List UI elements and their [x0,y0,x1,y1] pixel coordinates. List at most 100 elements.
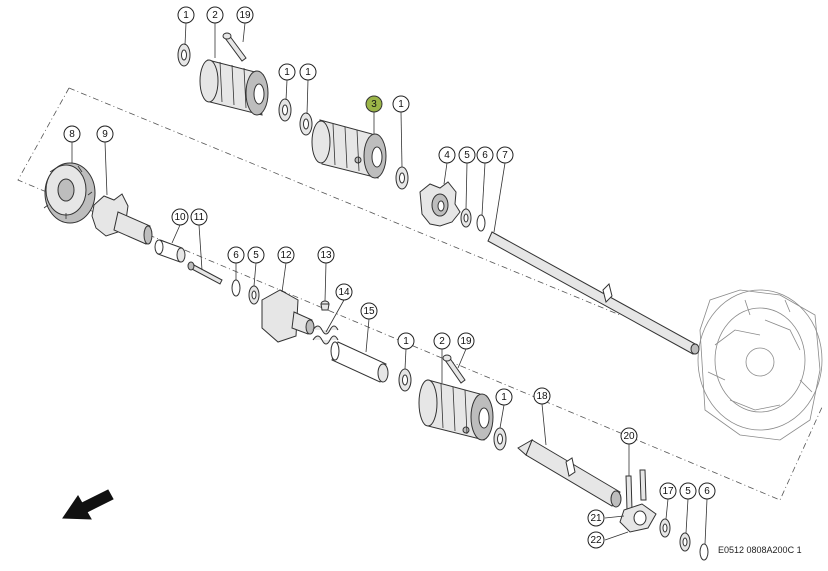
callout-2: 2 [433,332,451,350]
callout-label: 6 [233,250,239,261]
callout-circle [171,208,189,226]
callout-5: 5 [247,246,265,264]
callout-22: 22 [587,531,605,549]
callout-label: 18 [536,391,548,402]
callout-4: 4 [438,146,456,164]
callout-6: 6 [698,482,716,500]
callout-circle [587,509,605,527]
callout-7: 7 [496,146,514,164]
sprocket-9 [91,193,153,245]
callout-circle [96,125,114,143]
callout-14: 14 [335,283,353,301]
callout-label: 4 [444,150,450,161]
assembly-boundary [17,87,824,501]
callout-label: 7 [502,150,508,161]
callout-circle [277,246,295,264]
callout-circle [392,95,410,113]
callout-circle [317,246,335,264]
callout-circle [236,6,254,24]
callout-label: 6 [704,486,710,497]
callout-circle [496,146,514,164]
callout-label: 14 [338,287,350,298]
tube-15 [330,341,389,383]
callout-circle [63,125,81,143]
nipple-13 [320,300,330,311]
callout-label: 20 [623,431,635,442]
callout-label: 5 [685,486,691,497]
sprocket-4 [419,181,461,227]
callout-label: 11 [194,212,205,223]
callout-label: 8 [69,129,75,140]
callout-circle [533,387,551,405]
callout-label: 1 [501,392,507,403]
shaft-7 [487,231,700,355]
callout-9: 9 [96,125,114,143]
callout-1: 1 [495,388,513,406]
callout-label: 15 [363,306,375,317]
callout-label: 10 [174,212,186,223]
callout-label: 22 [590,535,602,546]
callout-circle [476,146,494,164]
callout-20: 20 [620,427,638,445]
callout-circle [227,246,245,264]
callout-17: 17 [659,482,677,500]
callout-19: 19 [457,332,475,350]
callout-label: 13 [320,250,332,261]
callout-1: 1 [397,332,415,350]
callout-label: 5 [464,150,470,161]
callout-1: 1 [278,63,296,81]
washers [177,43,709,561]
flange-12 [261,289,315,343]
callout-label: 2 [439,336,445,347]
bolt-11 [187,261,223,285]
callout-5: 5 [679,482,697,500]
spring-14 [312,325,339,345]
callout-circle [177,6,195,24]
callout-label: 1 [284,67,290,78]
callout-circle [190,208,208,226]
callout-10: 10 [171,208,189,226]
callout-8: 8 [63,125,81,143]
callout-label: 19 [460,336,472,347]
callout-3: 3 [365,95,383,113]
callout-2: 2 [206,6,224,24]
shaft-18 [517,438,622,508]
callout-circle [587,531,605,549]
callout-12: 12 [277,246,295,264]
callout-circle [620,427,638,445]
callout-circle [698,482,716,500]
callout-label: 17 [662,486,674,497]
callout-label: 5 [253,250,259,261]
callout-label: 3 [371,99,377,110]
callout-19: 19 [236,6,254,24]
callout-5: 5 [458,146,476,164]
callout-21: 21 [587,509,605,527]
callout-circle [458,146,476,164]
clamp-21-22 [619,469,657,533]
hub-3 [311,119,387,179]
callout-13: 13 [317,246,335,264]
callout-circle [438,146,456,164]
callout-circle [360,302,378,320]
callout-circle [495,388,513,406]
callout-15: 15 [360,302,378,320]
callout-11: 11 [190,208,208,226]
callout-label: 19 [239,10,251,21]
callout-label: 12 [280,250,292,261]
callout-1: 1 [177,6,195,24]
callout-1: 1 [392,95,410,113]
callout-label: 2 [212,10,218,21]
callout-circle [335,283,353,301]
callout-18: 18 [533,387,551,405]
callout-circle [247,246,265,264]
leader-lines [71,22,708,545]
sprocket-8 [43,162,96,224]
callout-label: 1 [403,336,409,347]
callout-circle [659,482,677,500]
callout-circle [365,95,383,113]
callout-label: 1 [305,67,311,78]
direction-arrow-icon [62,489,114,520]
callout-label: 1 [398,99,404,110]
callout-circle [299,63,317,81]
